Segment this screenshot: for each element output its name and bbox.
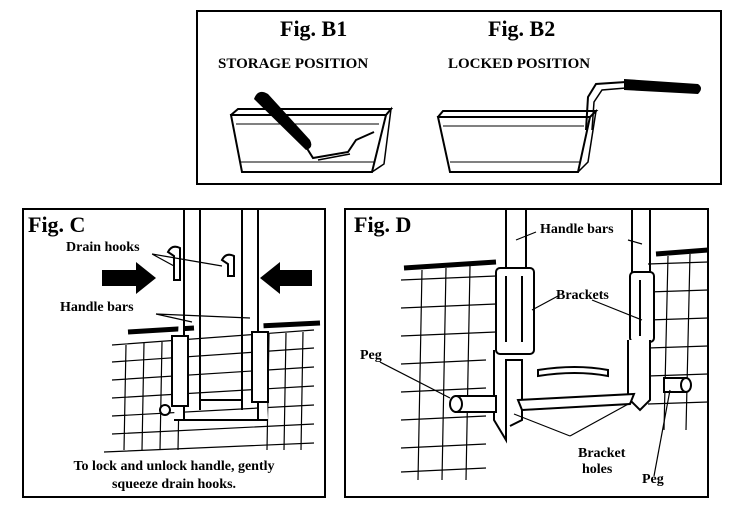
peg-right-drawing (663, 377, 692, 393)
fig-d-leader-lines (379, 231, 671, 477)
peg-left-drawing (449, 395, 497, 413)
fig-b1-title: Fig. B1 (280, 16, 348, 41)
fig-b-illustration (229, 79, 701, 173)
fig-b1-subtitle: STORAGE POSITION (218, 56, 369, 72)
squeeze-arrow-right-icon (260, 262, 312, 294)
locked-basket-drawing (436, 81, 627, 173)
basket-floor-tray (516, 392, 636, 412)
basket-rim (403, 247, 709, 271)
bracket-left-drawing (493, 267, 535, 444)
peg-right-label: Peg (642, 472, 664, 487)
fig-c-caption-line-2: squeeze drain hooks. (111, 477, 237, 492)
bracket-right-drawing (251, 331, 269, 403)
drain-hooks-label: Drain hooks (66, 240, 140, 255)
bracket-holes-label-line-1: Bracket (578, 446, 626, 461)
storage-handle-grip (254, 91, 312, 150)
squeeze-arrow-left-icon (102, 262, 156, 294)
fig-d-title: Fig. D (354, 212, 412, 237)
handle-bars-label: Handle bars (60, 300, 134, 315)
fig-c-illustration (102, 210, 321, 453)
basket-rim (127, 320, 321, 335)
fig-c-title: Fig. C (28, 212, 86, 237)
handle-bars-leader-line (155, 313, 251, 323)
fig-b2-title: Fig. B2 (488, 16, 556, 41)
bracket-left-drawing (159, 335, 189, 416)
handle-bars-label: Handle bars (540, 222, 614, 237)
drain-hooks-leader-line (151, 253, 223, 267)
peg-left-label: Peg (360, 348, 382, 363)
fig-b-panel: Fig. B1 STORAGE POSITION Fig. B2 LOCKED … (196, 10, 722, 185)
basket-wire-grid (103, 329, 315, 453)
drain-hooks-drawing (166, 245, 235, 281)
fig-b2-subtitle: LOCKED POSITION (448, 56, 591, 72)
fig-c-panel: Fig. C Drain hooks Handle bars To lock a… (22, 208, 326, 498)
basket-inner-tray (537, 366, 609, 378)
brackets-label: Brackets (556, 288, 609, 303)
fig-d-panel: Fig. D Handle bars Brackets Peg Bracket … (344, 208, 709, 498)
fig-c-caption-line-1: To lock and unlock handle, gently (73, 459, 275, 474)
locked-handle-grip (624, 79, 701, 94)
fig-d-illustration (379, 210, 709, 481)
bracket-right-drawing (627, 271, 655, 412)
bracket-holes-label-line-2: holes (582, 462, 613, 477)
storage-basket-drawing (229, 106, 394, 173)
